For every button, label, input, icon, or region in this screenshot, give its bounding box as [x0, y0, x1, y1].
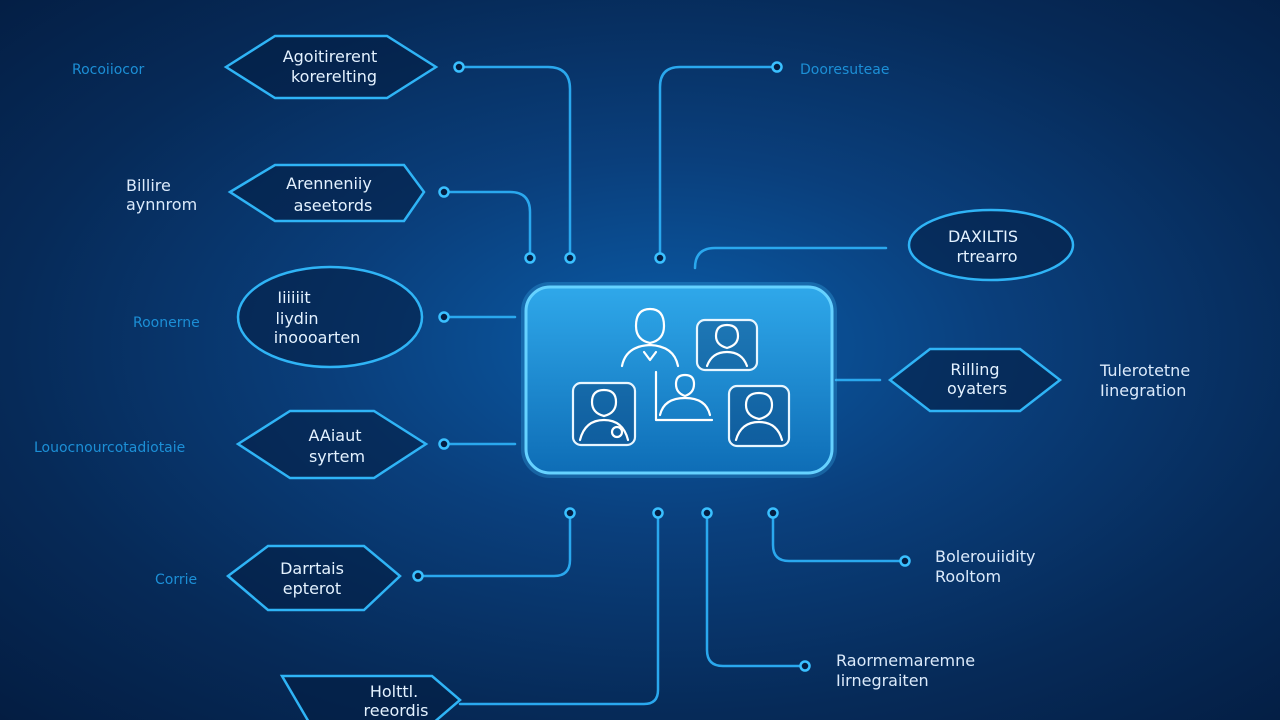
node-bottom-left-line-1: Holttl.: [370, 682, 418, 701]
node-left-5-line-1: Darrtais: [280, 559, 344, 578]
node-right-top-line-2: rtrearro: [956, 247, 1017, 266]
connector-lines: [412, 61, 911, 706]
node-left-3-line-2: liydin: [275, 309, 318, 328]
node-left-4[interactable]: AAiaut syrtem: [235, 409, 429, 480]
node-right-mid[interactable]: Rilling oyaters: [887, 347, 1063, 413]
label-integration-right-line-2: Iinegration: [1100, 381, 1186, 400]
label-bottom-right-2-line-2: Iirnegraiten: [836, 671, 929, 690]
label-bottom-right-1-line-1: Bolerouiidity: [935, 547, 1035, 566]
label-top-right: Dooresuteae: [800, 62, 889, 78]
node-left-5-line-2: epterot: [283, 579, 341, 598]
node-top-left-line-1: Agoitirerent: [283, 47, 378, 66]
central-hub: [521, 282, 837, 478]
node-bottom-left-line-2: reeordis: [364, 701, 429, 720]
node-right-mid-line-1: Rilling: [950, 360, 999, 379]
label-billing-left-line-1: Billire: [126, 176, 171, 195]
node-left-2[interactable]: Arenneniiy aseetords: [227, 163, 426, 223]
label-left-3: Roonerne: [133, 315, 200, 331]
node-left-2-line-2: aseetords: [294, 196, 373, 215]
label-top-left: Rocoiiocor: [72, 62, 145, 78]
user-group-icon: [571, 307, 791, 448]
label-integration-right-line-1: Tulerotetne: [1099, 361, 1190, 380]
node-right-top-line-1: DAXILTIS: [948, 227, 1018, 246]
node-left-3[interactable]: Iiiiiit liydin inoooarten: [236, 265, 424, 369]
node-left-3-line-1: Iiiiiit: [277, 288, 310, 307]
node-top-left[interactable]: Agoitirerent korerelting: [223, 34, 439, 100]
label-billing-left-line-2: aynnrom: [126, 195, 197, 214]
node-top-left-line-2: korerelting: [291, 67, 377, 86]
node-right-mid-line-2: oyaters: [947, 379, 1007, 398]
label-bottom-right-1-line-2: Rooltom: [935, 567, 1001, 586]
node-left-2-line-1: Arenneniiy: [286, 174, 372, 193]
node-left-4-line-2: syrtem: [309, 447, 365, 466]
node-right-top[interactable]: DAXILTIS rtrearro: [907, 208, 1075, 282]
node-left-5[interactable]: Darrtais epterot: [225, 544, 402, 612]
label-left-5: Corrie: [155, 572, 197, 588]
node-left-4-line-1: AAiaut: [309, 426, 362, 445]
node-bottom-left[interactable]: Holttl. reeordis: [279, 674, 462, 720]
node-left-3-line-3: inoooarten: [274, 328, 361, 347]
label-bottom-right-2-line-1: Raormemaremne: [836, 651, 975, 670]
label-left-4: Louocnourcotadiotaie: [34, 440, 185, 456]
